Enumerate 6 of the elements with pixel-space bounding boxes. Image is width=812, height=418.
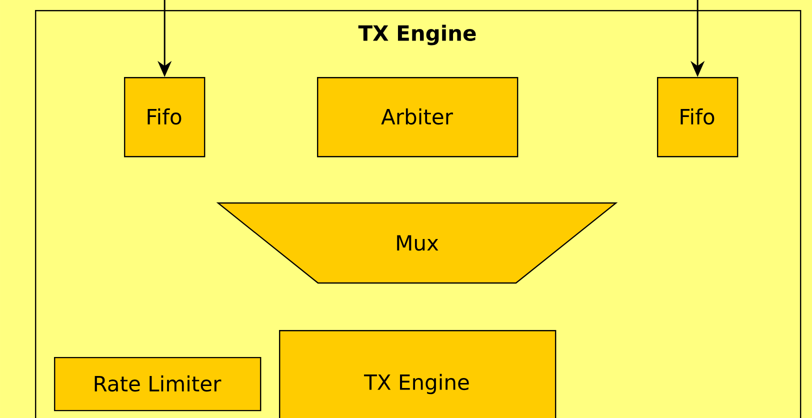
container-title: TX Engine (358, 24, 476, 46)
process-box: TX Engine (279, 330, 556, 418)
process-box: Arbiter (317, 77, 518, 158)
process-box: Fifo (124, 77, 206, 158)
process-box: Rate Limiter (54, 356, 262, 412)
process-box: Fifo (657, 77, 738, 158)
